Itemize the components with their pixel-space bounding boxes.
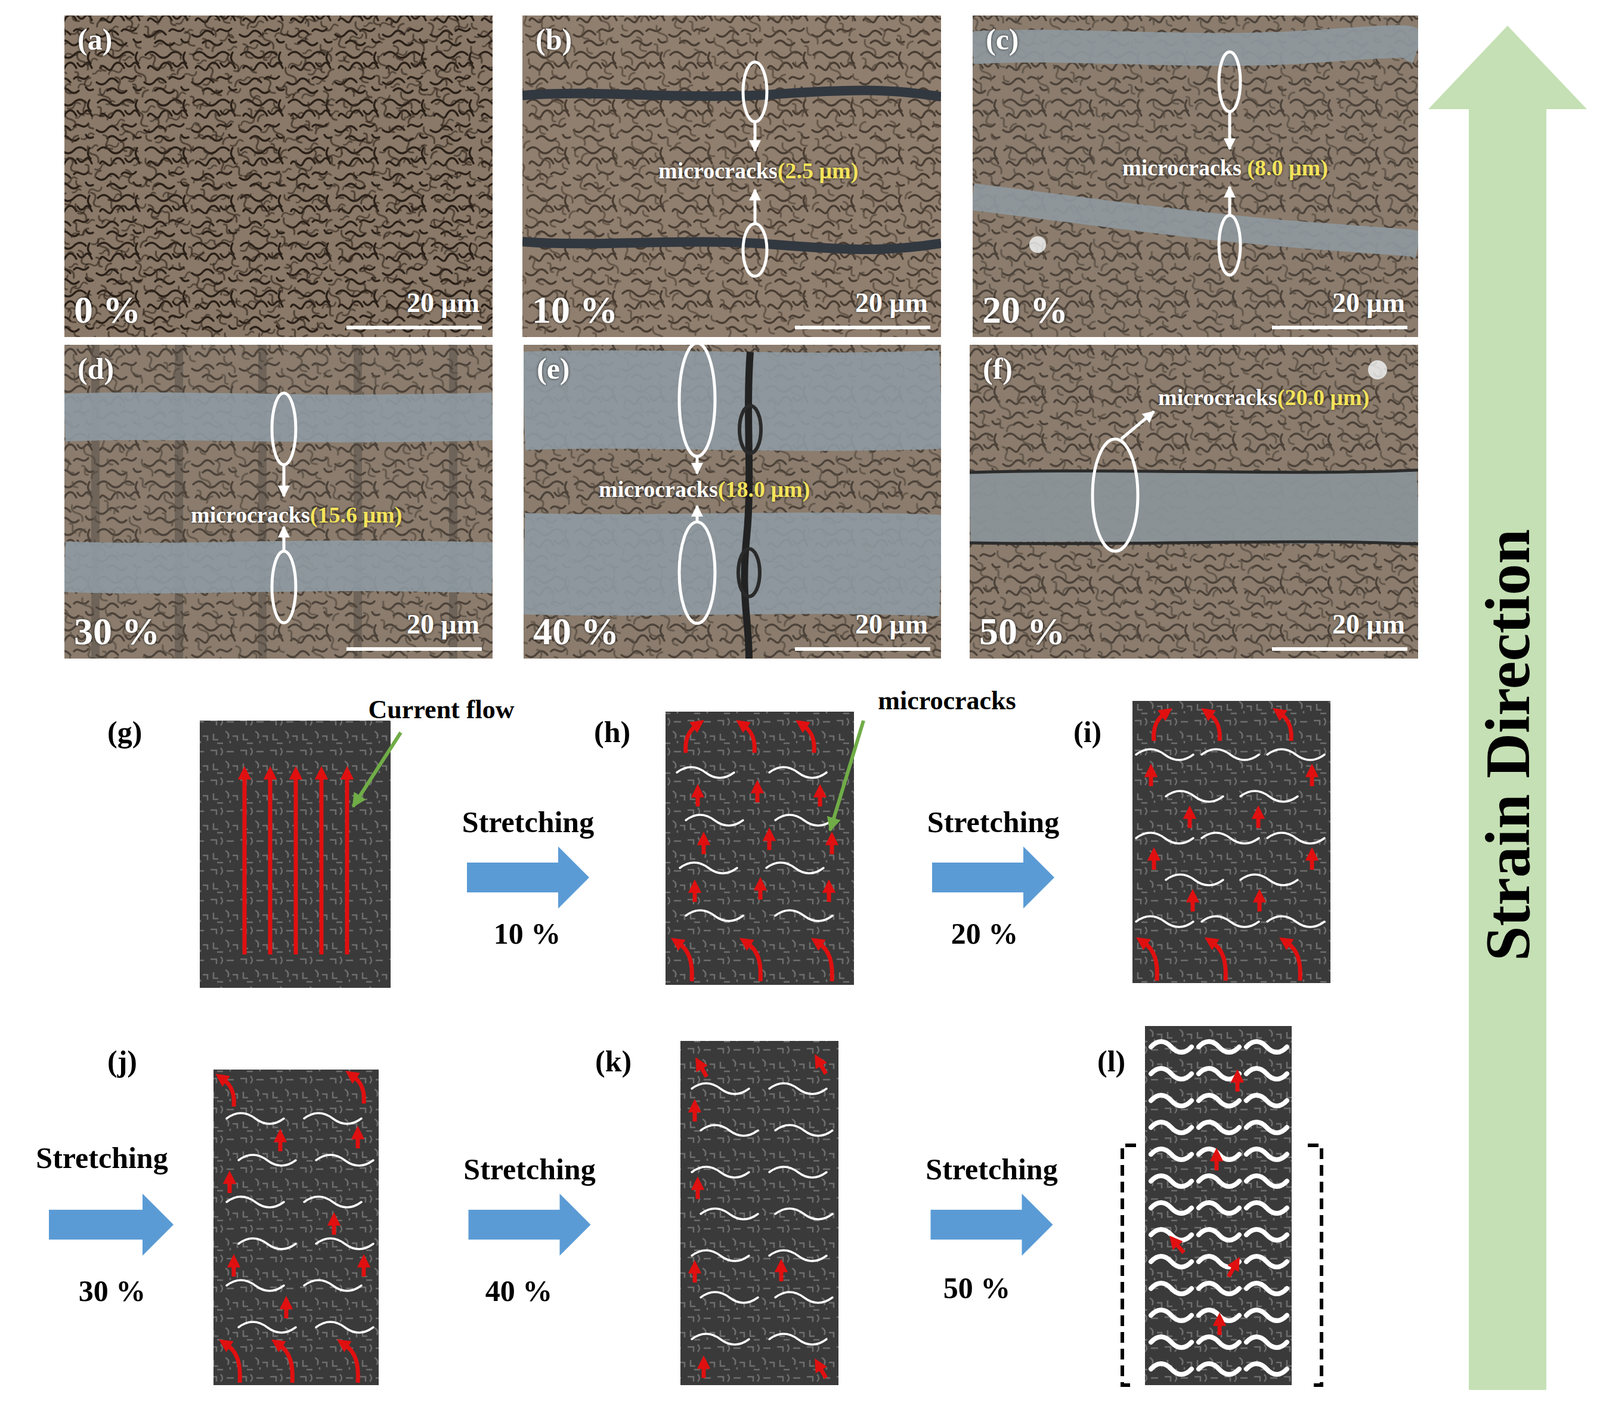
crack-value: (8.0 μm): [1246, 155, 1329, 181]
panel-letter: (j): [107, 1044, 138, 1079]
crack-word: microcracks: [190, 502, 311, 528]
crack-word: microcracks: [598, 476, 719, 502]
micrograph-panel: (e) microcracks(18.0 μm) 40 % 20 μm: [523, 344, 942, 659]
panel-letter: (e): [536, 351, 571, 387]
strain-percent: 50 %: [943, 1270, 1011, 1306]
crack-width-label: microcracks(15.6 μm): [190, 502, 402, 529]
strain-percent: 30 %: [78, 1273, 147, 1309]
micrograph-panel: (b) microcracks(2.5 μm) 10 % 20 μm: [522, 15, 942, 337]
panel-letter: (h): [593, 715, 631, 750]
crack-value: (18.0 μm): [718, 476, 811, 502]
strain-percent: 20 %: [951, 916, 1019, 952]
crack-width-label: microcracks (8.0 μm): [1122, 155, 1329, 182]
strain-percent: 20 %: [982, 288, 1069, 333]
crack-word: microcracks: [1158, 384, 1278, 410]
panel-letter: (b): [535, 22, 572, 58]
crack-value: (2.5 μm): [777, 158, 859, 184]
schematic-panel: (j): [213, 1069, 379, 1385]
schematic-panel: (g): [199, 720, 391, 988]
crack-width-label: microcracks(18.0 μm): [598, 476, 810, 503]
process-label: Stretching: [927, 805, 1060, 840]
process-label: Stretching: [925, 1152, 1058, 1187]
scale-bar-label: 20 μm: [1332, 608, 1405, 641]
schematic: [199, 720, 391, 988]
strain-percent: 10 %: [493, 916, 562, 952]
crack-word: microcracks: [1122, 155, 1247, 181]
stretch-arrow: [468, 1193, 591, 1256]
schematic: [1132, 700, 1331, 983]
scale-bar: [346, 327, 1408, 649]
strain-arrow: Strain Direction: [1428, 25, 1587, 1390]
schematic: [680, 1040, 839, 1385]
scale-bar-label: 20 μm: [855, 287, 928, 320]
stretch-arrow: [466, 846, 590, 909]
crack-value: (20.0 μm): [1277, 384, 1370, 410]
schematic: [1144, 1025, 1292, 1385]
micrograph-panel: (a) 0 % 20 μm: [64, 15, 493, 337]
micrograph: [64, 344, 493, 659]
panel-letter: (l): [1097, 1044, 1126, 1079]
schematic-panel: (k): [680, 1040, 839, 1385]
panel-letter: (d): [77, 351, 114, 387]
stretch-arrow: [932, 846, 1055, 909]
micrograph-panel: (f) microcracks(20.0 μm) 50 % 20 μm: [969, 344, 1419, 659]
axis-title: Strain Direction: [1476, 528, 1540, 961]
strain-percent: 40 %: [485, 1273, 553, 1309]
strain-percent: 0 %: [73, 288, 141, 333]
pointer-label: Current flow: [368, 694, 515, 726]
schematic: [213, 1069, 379, 1385]
process-label: Stretching: [35, 1140, 168, 1176]
process-label: Stretching: [463, 1152, 596, 1187]
micrograph: [523, 344, 942, 659]
strain-percent: 30 %: [73, 609, 160, 654]
panel-letter: (i): [1073, 715, 1102, 750]
micrograph: [64, 15, 493, 337]
panel-letter: (f): [982, 351, 1013, 387]
crack-width-label: microcracks(2.5 μm): [658, 158, 859, 185]
crack-value: (15.6 μm): [310, 502, 403, 528]
stretch-arrow: [48, 1193, 174, 1256]
process-label: Stretching: [462, 805, 594, 840]
scale-bar-label: 20 μm: [1332, 287, 1405, 320]
crack-width-label: microcracks(20.0 μm): [1158, 384, 1370, 411]
panel-letter: (c): [985, 22, 1020, 58]
pointer-label: microcracks: [877, 685, 1016, 717]
panel-letter: (g): [107, 715, 142, 750]
scale-bar-label: 20 μm: [855, 608, 928, 641]
strain-percent: 10 %: [531, 288, 618, 333]
strain-percent: 40 %: [533, 609, 620, 654]
schematic-panel: (h): [665, 711, 854, 985]
crack-markers: [271, 51, 1241, 624]
micrograph: [969, 344, 1419, 659]
schematic: [665, 711, 854, 985]
strain-percent: 50 %: [979, 609, 1066, 654]
micrograph: [522, 15, 942, 337]
scale-bar-label: 20 μm: [406, 608, 480, 641]
dashed-bracket: [1122, 1144, 1322, 1385]
micrograph-panel: (d) microcracks(15.6 μm) 30 % 20 μm: [64, 344, 493, 659]
crack-word: microcracks: [658, 158, 778, 184]
schematic-panel: (l): [1144, 1025, 1292, 1385]
panel-letter: (a): [77, 22, 113, 58]
panel-letter: (k): [595, 1044, 632, 1079]
micrograph: [972, 15, 1419, 337]
schematic-panel: (i): [1132, 700, 1331, 983]
stretch-arrow: [930, 1193, 1054, 1256]
scale-bar-label: 20 μm: [406, 287, 480, 320]
micrograph-panel: (c) microcracks (8.0 μm) 20 % 20 μm: [972, 15, 1419, 337]
